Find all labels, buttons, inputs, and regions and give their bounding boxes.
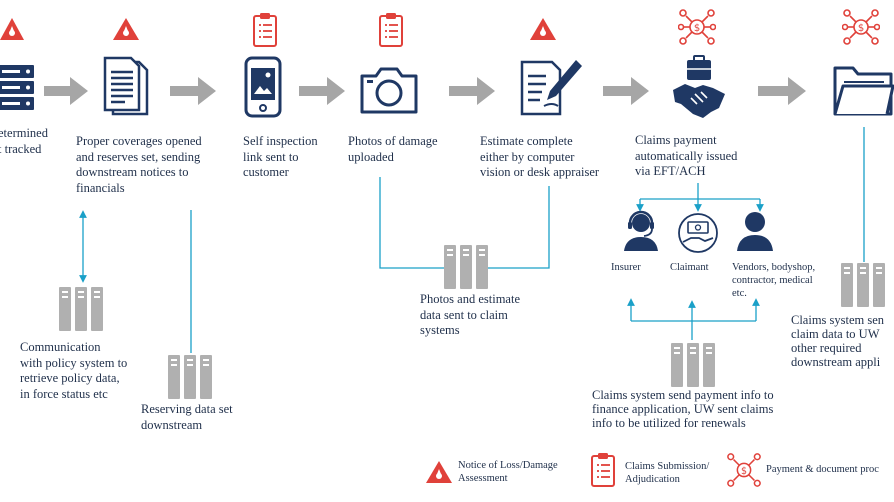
text-line: data sent to claim — [420, 307, 508, 322]
alert-triangle-icon — [530, 18, 556, 40]
payee-claimant-label: Claimant — [670, 262, 709, 273]
text-line: claim data to UW — [791, 327, 880, 341]
teal-connectors — [79, 127, 865, 353]
step-text-line: financials — [76, 180, 125, 195]
step-text-line: Self inspection — [243, 134, 318, 148]
text-line: Notice of Loss/Damage — [458, 460, 558, 471]
alert-triangle-icon — [0, 18, 24, 40]
flow-arrow — [170, 77, 216, 105]
step-text-line: Estimate complete — [480, 134, 573, 148]
camera-icon — [360, 67, 418, 114]
server-rack-icon — [0, 65, 34, 110]
text-line: Assessment — [458, 473, 508, 484]
step-1-text: etermined t tracked — [0, 126, 48, 157]
smartphone-icon — [244, 56, 282, 118]
text-line: downstream — [141, 417, 203, 432]
text-line: in force status etc — [20, 386, 108, 401]
payment-network-icon: $ — [727, 453, 761, 487]
payee-insurer-label: Insurer — [611, 262, 641, 273]
flow-arrow — [44, 77, 88, 105]
legend-payment-text: Payment & document proc — [766, 464, 879, 475]
svg-text:$: $ — [858, 23, 864, 34]
svg-text:$: $ — [694, 23, 700, 34]
text-line: systems — [420, 323, 460, 337]
step-text-line: Claims payment — [635, 133, 717, 147]
payment-network-icon: $ — [842, 9, 880, 45]
alert-triangle-icon — [113, 18, 139, 40]
flow-arrow — [758, 77, 806, 105]
text-line: other required — [791, 341, 862, 355]
payment-network-icon: $ — [678, 9, 716, 45]
person-icon — [737, 212, 773, 251]
server-stack-icon — [671, 343, 715, 387]
text-line: Adjudication — [625, 474, 680, 485]
alert-triangle-icon — [426, 461, 452, 483]
text-line: retrieve policy data, — [20, 371, 120, 385]
text-line: finance application, UW sent claims — [592, 402, 774, 416]
server-stack-icon — [168, 355, 212, 399]
step-4-text: Photos of damage uploaded — [348, 134, 438, 165]
text-line: etc. — [732, 288, 747, 299]
step-text-line: via EFT/ACH — [635, 164, 706, 178]
text-line: Photos and estimate — [420, 292, 520, 306]
step-text-line: customer — [243, 165, 289, 179]
text-line: Vendors, bodyshop, — [732, 262, 816, 273]
text-line: contractor, medical — [732, 275, 813, 286]
text-line: Claims Submission/ — [625, 461, 710, 472]
step-3-text: Self inspection link sent to customer — [243, 134, 318, 181]
text-line: with policy system to — [20, 355, 128, 370]
folder-icon — [833, 66, 894, 116]
cash-hand-icon — [678, 213, 718, 253]
step-2-text: Proper coverages opened and reserves set… — [76, 134, 202, 196]
flow-arrow — [299, 77, 345, 105]
step-text-line: and reserves set, sending — [76, 149, 201, 164]
clipboard-checklist-icon — [253, 13, 277, 47]
clipboard-checklist-icon — [379, 13, 403, 47]
server-stack-icon — [444, 245, 488, 289]
step-text-line: vision or desk appraiser — [480, 165, 600, 179]
document-icon — [103, 56, 149, 116]
text-line: Communication — [20, 340, 101, 354]
handshake-briefcase-icon — [673, 55, 725, 118]
svg-text:$: $ — [741, 466, 747, 477]
text-line: downstream appli — [791, 355, 881, 369]
step-text-line: Proper coverages opened — [76, 134, 202, 148]
uw-data-text: Claims system sen claim data to UW other… — [791, 313, 884, 369]
text-line: info to be utilized for renewals — [592, 416, 746, 430]
document-pen-icon — [520, 60, 582, 116]
step-text-line: downstream notices to — [76, 165, 189, 179]
text-line: Claims system sen — [791, 313, 885, 327]
step-text-line: uploaded — [348, 149, 394, 164]
step-6-text: Claims payment automatically issued via … — [635, 133, 737, 180]
step-5-text: Estimate complete either by computer vis… — [480, 134, 599, 181]
step-text-line: automatically issued — [635, 148, 738, 163]
step-text-line: etermined — [0, 126, 48, 140]
server-stack-icon — [841, 263, 885, 307]
photos-estimate-text: Photos and estimate data sent to claim s… — [420, 292, 520, 339]
legend-notice-text: Notice of Loss/Damage Assessment — [458, 459, 558, 485]
flow-arrows — [44, 77, 806, 105]
payment-info-text: Claims system send payment info to finan… — [592, 388, 774, 430]
reserving-text: Reserving data set downstream — [141, 402, 233, 433]
flow-arrow — [449, 77, 495, 105]
step-text-line: either by computer — [480, 149, 575, 164]
communication-text: Communication with policy system to retr… — [20, 340, 127, 402]
step-text-line: t tracked — [0, 141, 42, 156]
connector-line — [379, 177, 445, 269]
step-text-line: Photos of damage — [348, 134, 438, 148]
headset-agent-icon — [624, 210, 658, 251]
text-line: Claims system send payment info to — [592, 388, 774, 402]
text-line: Reserving data set — [141, 402, 233, 416]
flow-arrow — [603, 77, 649, 105]
step-text-line: link sent to — [243, 149, 299, 164]
connector-line — [487, 186, 550, 269]
clipboard-checklist-icon — [591, 453, 615, 487]
legend-claims-text: Claims Submission/ Adjudication — [625, 460, 709, 486]
server-stack-icon — [59, 287, 103, 331]
payee-vendors-label: Vendors, bodyshop, contractor, medical e… — [732, 261, 815, 300]
